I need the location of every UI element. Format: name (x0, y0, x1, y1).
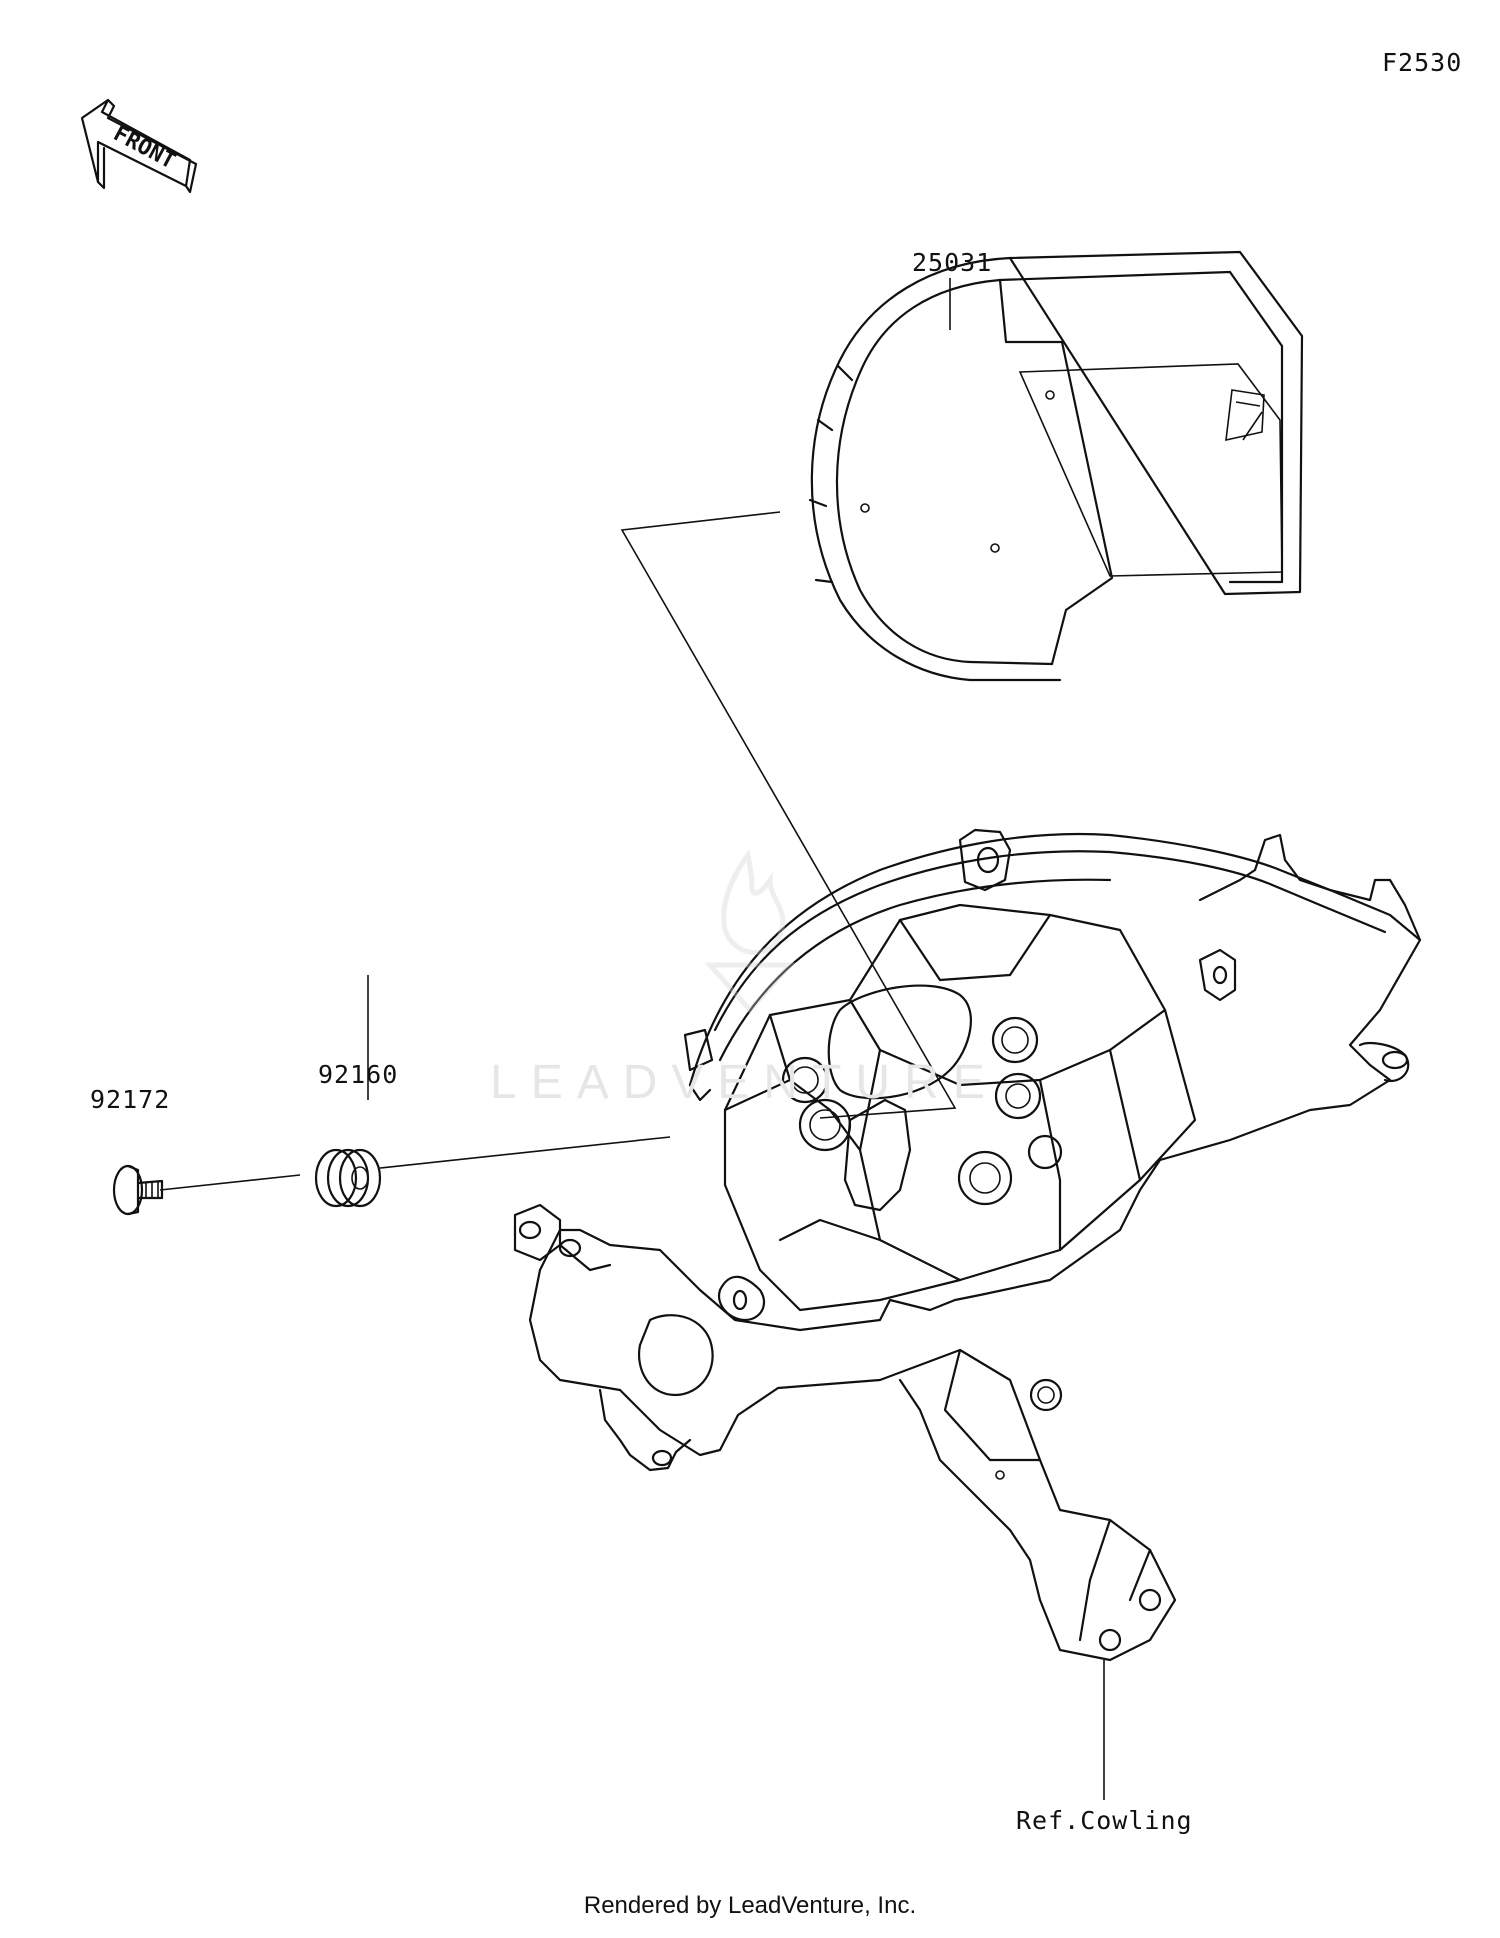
meter-bracket (513, 828, 1422, 1662)
front-arrow-icon: FRONT (80, 98, 198, 194)
leader-lines (159, 278, 1105, 1800)
footer-credit: Rendered by LeadVenture, Inc. (583, 1892, 917, 1919)
part-number-92172[interactable]: 92172 (90, 1085, 171, 1114)
watermark-logo-icon (704, 848, 796, 1014)
watermark-text: LEADVENTURE (490, 1056, 999, 1109)
grommet-92160 (314, 1148, 382, 1208)
reference-label: Ref.Cowling (1016, 1806, 1193, 1835)
part-number-25031[interactable]: 25031 (912, 248, 993, 277)
part-number-92160[interactable]: 92160 (318, 1060, 399, 1089)
front-arrow-label: FRONT (109, 121, 179, 174)
screw-92172 (112, 1164, 164, 1216)
diagram-code: F2530 (1382, 48, 1463, 77)
meter-assembly (808, 250, 1304, 682)
